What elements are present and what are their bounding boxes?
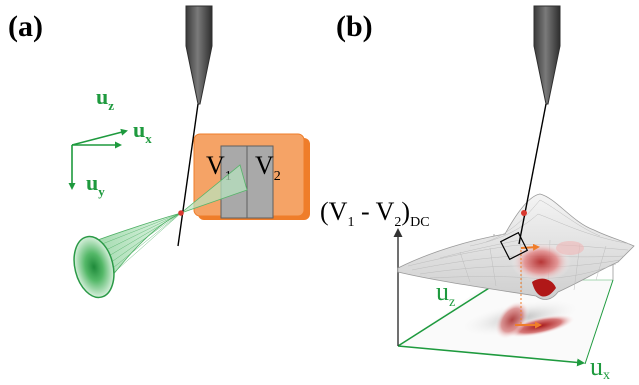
horn-mouth bbox=[73, 235, 115, 299]
tip-fiber-a bbox=[177, 103, 199, 247]
ux-label-a: ux bbox=[133, 117, 152, 146]
signal-axis-label: (V1 - V2)DC bbox=[320, 197, 430, 230]
laser-spot-b bbox=[521, 210, 527, 216]
tip-body-a bbox=[185, 5, 213, 105]
v2-label: V2 bbox=[255, 151, 281, 184]
panel-b-label: (b) bbox=[336, 10, 373, 43]
surface-mesh bbox=[397, 193, 635, 300]
panel-a: (a) uz ux uy V1 V2 bbox=[8, 5, 310, 299]
uz-label-a: uz bbox=[96, 84, 114, 113]
uz-label-b: uz bbox=[436, 277, 455, 310]
panel-b: (b) bbox=[320, 5, 635, 383]
surface-red-blob bbox=[511, 242, 571, 282]
uz-axis-b bbox=[397, 281, 499, 347]
reflected-beam bbox=[180, 164, 248, 214]
tip-body-b bbox=[533, 5, 561, 105]
horn-source bbox=[73, 212, 182, 299]
detector-cell-v2 bbox=[246, 145, 274, 219]
probe-tip-a bbox=[177, 5, 213, 247]
ux-axis-b bbox=[397, 345, 585, 367]
uy-label-a: uy bbox=[86, 170, 105, 199]
uz-axis-arrow bbox=[71, 128, 128, 146]
floor-edge bbox=[584, 279, 614, 365]
axis-triad: uz ux uy bbox=[68, 84, 152, 199]
laser-spot-a bbox=[178, 210, 184, 216]
tip-fiber-b bbox=[518, 103, 547, 245]
surface-arrow-orange bbox=[520, 243, 540, 251]
ux-label-b: ux bbox=[590, 352, 610, 383]
diamond-marker bbox=[499, 231, 529, 261]
split-photodiode-detector: V1 V2 bbox=[193, 133, 310, 220]
surface-dip bbox=[532, 278, 556, 297]
probe-tip-b bbox=[518, 5, 561, 245]
signal-surface bbox=[397, 193, 635, 300]
panel-a-label: (a) bbox=[8, 10, 43, 43]
surface-pink-lobe bbox=[556, 241, 584, 255]
